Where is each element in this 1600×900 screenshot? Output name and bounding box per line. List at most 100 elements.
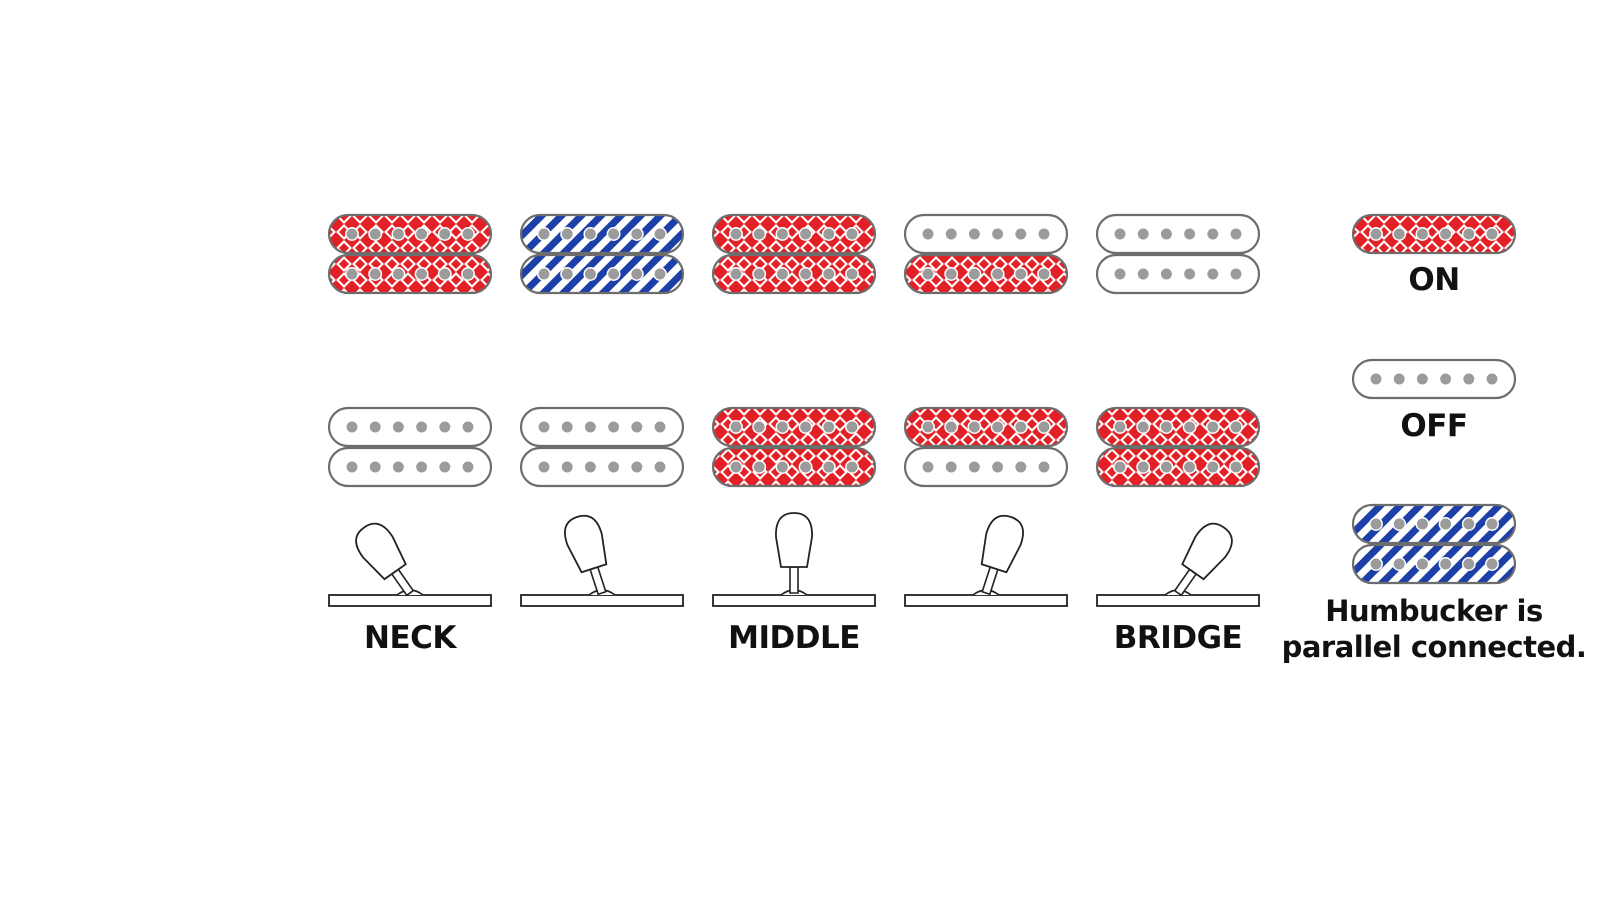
neck-coil-upper: [711, 213, 877, 255]
pole-piece: [1013, 267, 1028, 281]
coil-body: [903, 406, 1069, 448]
pole-piece: [921, 227, 935, 241]
pole-piece: [391, 460, 406, 474]
pole-piece: [414, 420, 429, 434]
legend-parallel-label-line2: parallel connected.: [1282, 630, 1587, 664]
switch-tip: [1181, 522, 1233, 581]
coil-body: [1351, 358, 1517, 400]
pole-piece: [1205, 227, 1220, 241]
switch-position-1: NECK: [327, 213, 493, 656]
legend-on-label: ON: [1408, 262, 1459, 298]
neck-humbucker: [519, 213, 685, 295]
pole-piece: [1182, 227, 1197, 241]
pole-piece: [583, 460, 598, 474]
bridge-coil-lower: [519, 446, 685, 488]
neck-coil-upper: [327, 213, 493, 255]
pole-piece: [414, 227, 429, 241]
pole-piece: [990, 460, 1005, 474]
pole-piece: [1136, 227, 1151, 241]
pole-piece: [921, 420, 935, 434]
neck-humbucker: [711, 213, 877, 295]
pole-piece: [1485, 517, 1499, 531]
switch-plate: [328, 594, 492, 607]
bridge-humbucker: [519, 406, 685, 488]
coil-body: [903, 446, 1069, 488]
pole-piece: [368, 460, 383, 474]
pole-piece: [1037, 267, 1051, 281]
switch-lever: [980, 514, 1024, 596]
pole-piece: [752, 420, 767, 434]
pole-piece: [1229, 420, 1243, 434]
coil-body: [903, 213, 1069, 255]
pole-piece: [345, 420, 359, 434]
pole-piece: [1438, 557, 1453, 571]
bridge-humbucker: [1095, 406, 1261, 488]
pole-piece: [845, 267, 859, 281]
switch-lever: [1173, 522, 1233, 597]
position-label: NECK: [364, 620, 457, 656]
pole-piece: [990, 267, 1005, 281]
pole-piece: [798, 227, 813, 241]
pole-piece: [1392, 557, 1407, 571]
pole-piece: [1461, 517, 1476, 531]
pole-piece: [345, 460, 359, 474]
bridge-coil-lower: [327, 446, 493, 488]
pole-piece: [583, 267, 598, 281]
pole-piece: [1136, 460, 1151, 474]
pole-piece: [845, 420, 859, 434]
pole-piece: [1182, 267, 1197, 281]
pole-piece: [391, 420, 406, 434]
pole-piece: [583, 420, 598, 434]
neck-coil-lower: [903, 253, 1069, 295]
switch-lever: [355, 522, 415, 597]
switch-position-4: [903, 213, 1069, 607]
pole-piece: [967, 267, 982, 281]
pole-piece: [606, 227, 621, 241]
bridge-coil-lower: [711, 446, 877, 488]
neck-coil-upper: [903, 213, 1069, 255]
bridge-coil-lower: [1095, 446, 1261, 488]
coil-body: [1095, 406, 1261, 448]
pole-piece: [629, 267, 644, 281]
pole-piece: [1205, 420, 1220, 434]
pole-piece: [1438, 227, 1453, 241]
coil-body: [711, 446, 877, 488]
pole-piece: [990, 227, 1005, 241]
pole-piece: [1205, 267, 1220, 281]
neck-coil-lower: [1095, 253, 1261, 295]
coil-body: [1351, 543, 1517, 585]
pole-piece: [1013, 460, 1028, 474]
selector-switch: [904, 514, 1068, 607]
pole-piece: [775, 227, 790, 241]
pole-piece: [798, 267, 813, 281]
pole-piece: [1182, 420, 1197, 434]
pole-piece: [729, 227, 743, 241]
pole-piece: [606, 267, 621, 281]
neck-coil-upper: [519, 213, 685, 255]
pole-piece: [1159, 420, 1174, 434]
pole-piece: [944, 267, 959, 281]
pole-piece: [368, 267, 383, 281]
pole-piece: [1013, 420, 1028, 434]
pole-piece: [606, 460, 621, 474]
legend-off-coil-shape: [1351, 358, 1517, 400]
pole-piece: [775, 267, 790, 281]
pole-piece: [1229, 460, 1243, 474]
coil-body: [519, 406, 685, 448]
pole-piece: [629, 460, 644, 474]
switch-position-3: MIDDLE: [711, 213, 877, 656]
pole-piece: [583, 227, 598, 241]
pole-piece: [944, 227, 959, 241]
bridge-coil-upper: [519, 406, 685, 448]
coil-body: [1095, 446, 1261, 488]
pole-piece: [461, 420, 475, 434]
neck-coil-lower: [519, 253, 685, 295]
pole-piece: [1013, 227, 1028, 241]
selector-switch: [520, 514, 684, 607]
pole-piece: [537, 267, 551, 281]
legend-off-label: OFF: [1400, 408, 1467, 444]
pole-piece: [560, 420, 575, 434]
pole-piece: [729, 267, 743, 281]
pole-piece: [967, 460, 982, 474]
